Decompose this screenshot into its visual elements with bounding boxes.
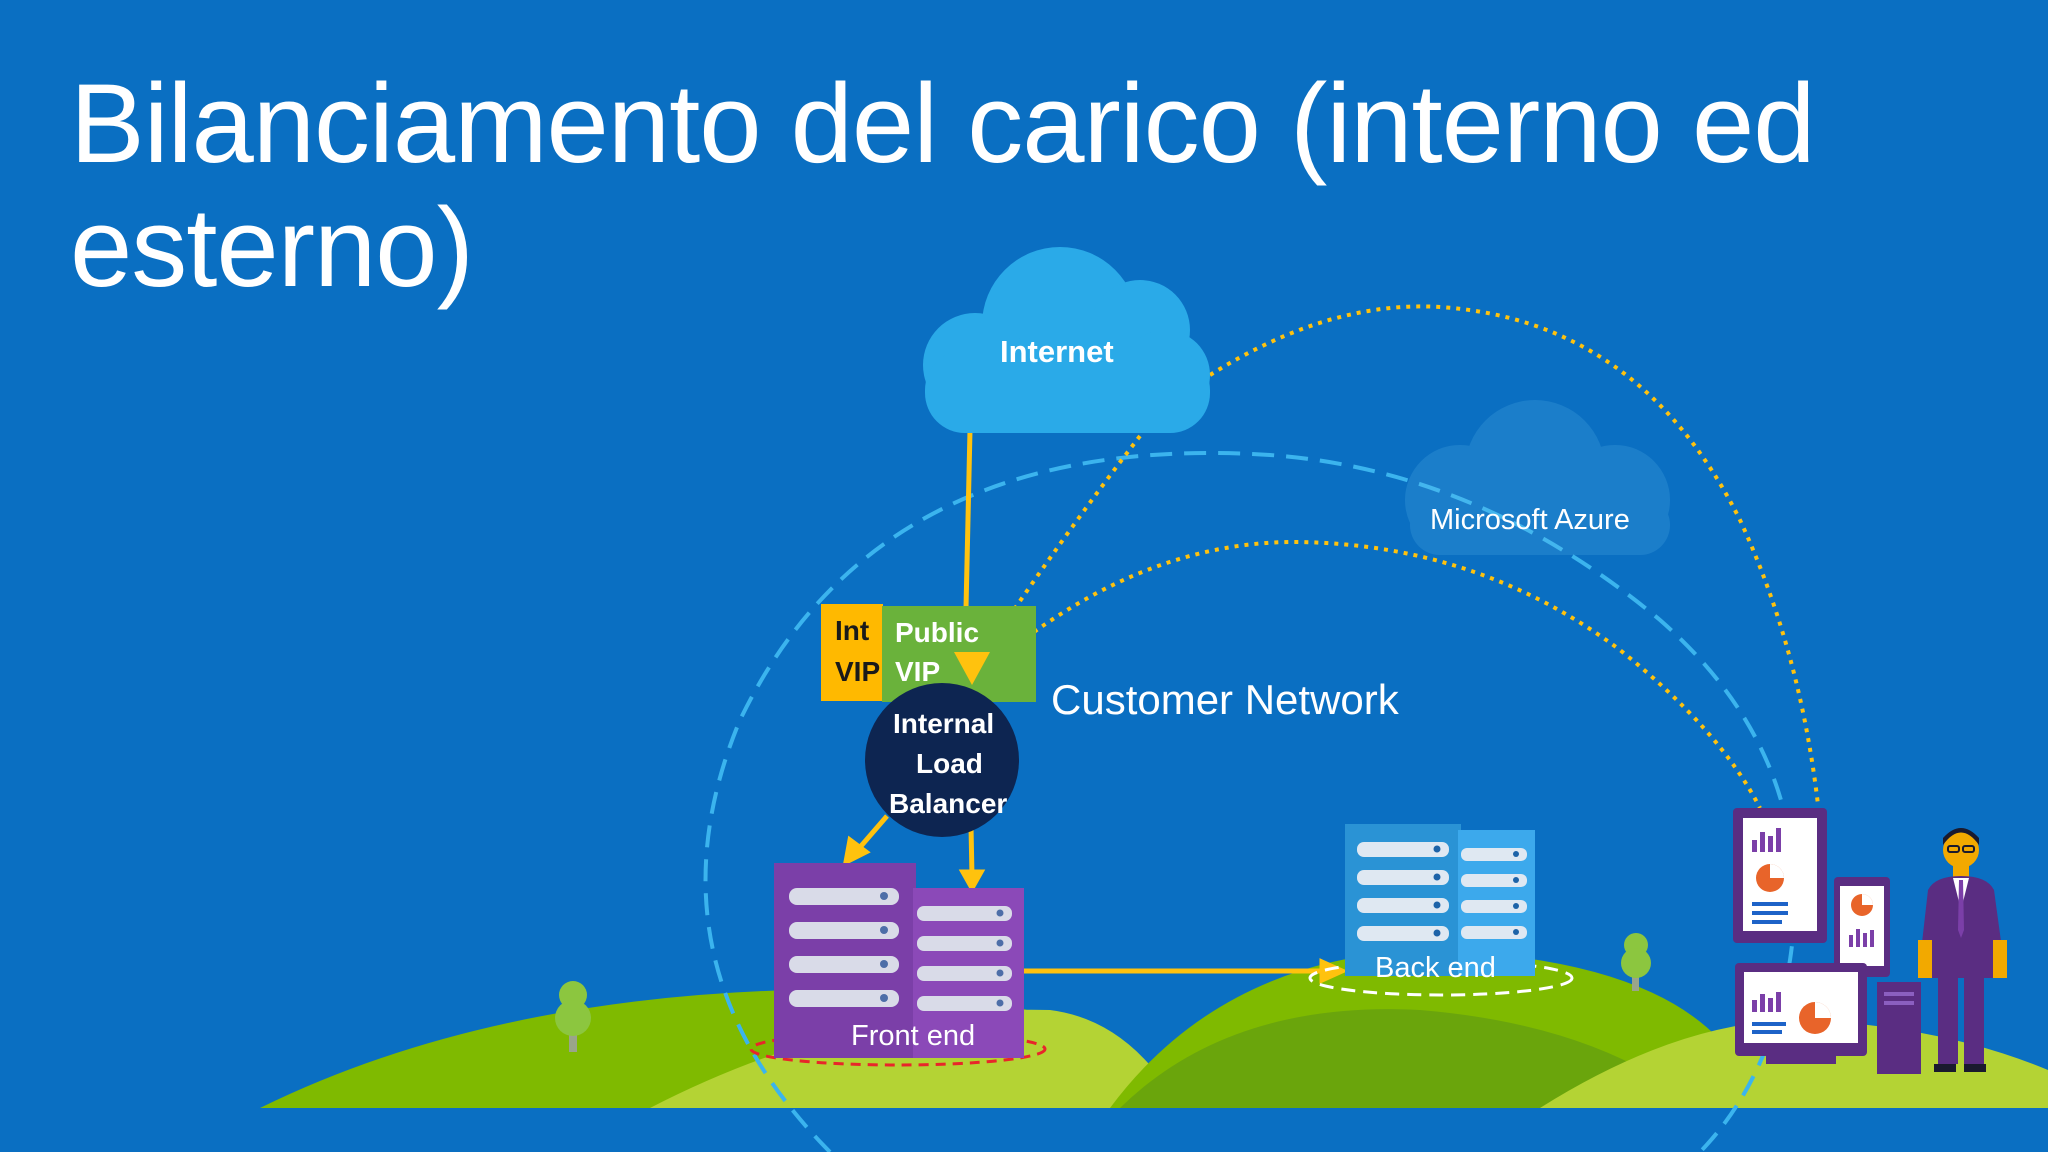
cloud-icon bbox=[923, 247, 1210, 433]
pc-tower-icon bbox=[1877, 982, 1921, 1074]
ilb-label-line1: Internal bbox=[893, 708, 995, 739]
public-vip-label-line1: Public bbox=[895, 617, 980, 648]
tree-icon bbox=[1621, 933, 1651, 991]
monitor-report-icon bbox=[1735, 963, 1867, 1064]
server-rack-icon bbox=[913, 888, 1024, 1058]
microsoft-azure-label: Microsoft Azure bbox=[1430, 504, 1630, 536]
server-rack-icon bbox=[1345, 824, 1461, 976]
server-rack-icon bbox=[774, 863, 916, 1058]
azure-cloud-icon bbox=[1405, 400, 1670, 555]
front-end-label: Front end bbox=[851, 1020, 976, 1052]
phone-report-icon bbox=[1834, 877, 1890, 977]
ilb-label-line3: Balancer bbox=[889, 788, 1008, 819]
server-rack-icon bbox=[1458, 830, 1535, 976]
internal-vip-box bbox=[821, 604, 883, 701]
ilb-label-line2: Load bbox=[916, 748, 983, 779]
internet-label: Internet bbox=[1000, 334, 1114, 369]
public-vip-arrow bbox=[954, 652, 990, 685]
public-vip-label-line2: VIP bbox=[895, 656, 941, 687]
tablet-report-icon bbox=[1733, 808, 1827, 943]
person-icon bbox=[1918, 828, 2007, 1072]
connectors bbox=[842, 429, 1349, 984]
azure-boundary bbox=[703, 451, 1797, 1152]
internal-vip-label-line1: Int bbox=[835, 615, 870, 646]
dotted-connections bbox=[978, 304, 1820, 809]
internal-load-balancer-node bbox=[865, 683, 1019, 837]
slide-title: Bilanciamento del carico (interno ed est… bbox=[70, 61, 1816, 310]
hills bbox=[260, 950, 2048, 1108]
customer-network-label: Customer Network bbox=[1051, 676, 1399, 723]
tree-icon bbox=[555, 981, 591, 1052]
internal-vip-label-line2: VIP bbox=[835, 656, 881, 687]
back-end-label: Back end bbox=[1375, 952, 1496, 984]
